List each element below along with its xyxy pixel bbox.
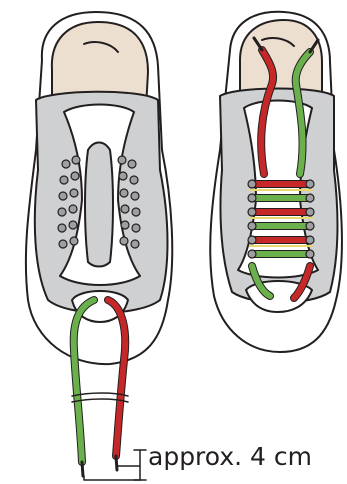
- right-cross-laces: [250, 184, 312, 254]
- left-aglets: [82, 456, 117, 476]
- laced-shoe: [210, 12, 342, 352]
- right-shoe-insole: [240, 20, 322, 98]
- length-label: approx. 4 cm: [148, 444, 312, 469]
- unlaced-shoe: [26, 12, 172, 476]
